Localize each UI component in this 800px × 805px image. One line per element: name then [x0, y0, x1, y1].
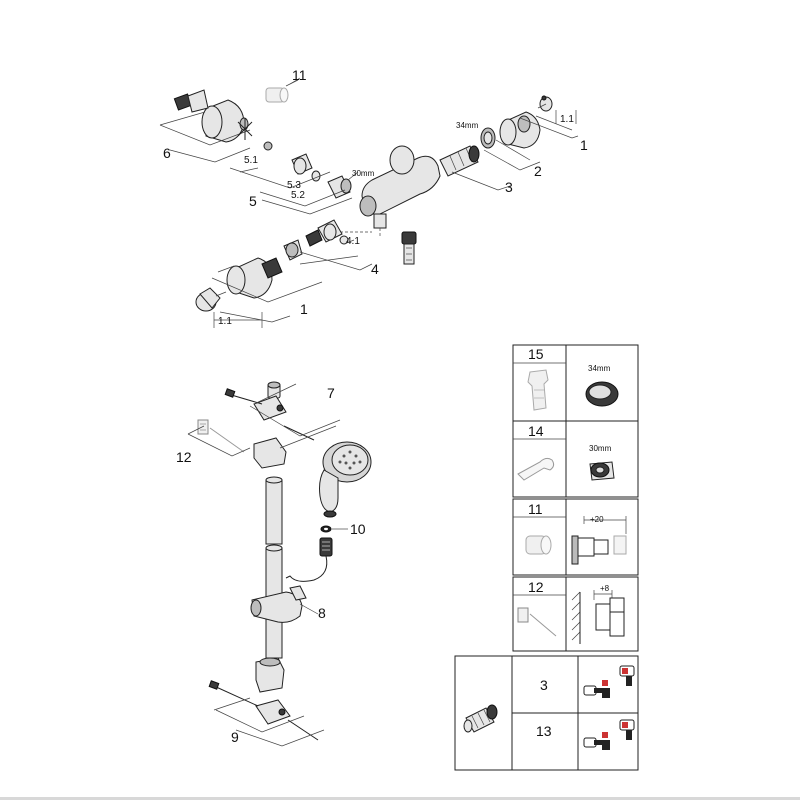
- label-part-2: 2: [534, 163, 542, 179]
- spare-parts-table: 15 34mm 14 30mm 11: [454, 344, 639, 771]
- shower-rail: [265, 476, 283, 659]
- label-part-6: 6: [163, 145, 171, 161]
- star-washer: [237, 118, 253, 140]
- label-part-7: 7: [327, 385, 335, 401]
- bottom-assembly: 7 12 10 8 9: [176, 381, 372, 747]
- part-6-knob: [159, 89, 251, 163]
- spare-detail-34mm: 34mm: [588, 364, 611, 373]
- label-part-1-right: 1: [580, 137, 588, 153]
- part-8-slider: [250, 585, 319, 623]
- label-part-12: 12: [176, 449, 192, 465]
- spare-number-11: 11: [528, 501, 543, 517]
- label-part-1-left: 1: [300, 301, 308, 317]
- label-nut-34mm: 34mm: [456, 121, 479, 130]
- part-11-cap: [265, 79, 299, 103]
- label-part-5-3: 5.3: [287, 180, 301, 191]
- spare-cartridge-number-13: 13: [536, 723, 552, 739]
- spare-row-12: 12 +8: [512, 576, 639, 652]
- top-assembly: 11 6 5.1 5.3 5 5.2 30mm 4.1 4 1 1.1 34mm…: [159, 67, 588, 328]
- bottom-divider: [0, 797, 800, 800]
- part-10-hose: [285, 525, 348, 582]
- screw-set-3: [583, 665, 635, 698]
- part-2-right-nut-handle: [480, 95, 579, 171]
- spare-number-15: 15: [528, 346, 544, 362]
- label-part-4-1: 4.1: [346, 236, 360, 247]
- spare-cartridge-number-3: 3: [540, 677, 548, 693]
- label-nut-30mm: 30mm: [352, 169, 375, 178]
- label-part-10: 10: [350, 521, 366, 537]
- label-part-3: 3: [505, 179, 513, 195]
- part-7-top-bracket: [224, 381, 341, 469]
- label-part-8: 8: [318, 605, 326, 621]
- thermostat-body: [330, 145, 441, 238]
- screw-set-13: [583, 719, 635, 750]
- part-3-cartridge: [439, 145, 511, 191]
- label-part-4: 4: [371, 261, 379, 277]
- part-5-connectors: [229, 141, 359, 215]
- hand-shower: [319, 441, 372, 518]
- part-9-bottom-bracket: [208, 657, 325, 747]
- part-12-wall-plate: [187, 419, 251, 457]
- label-part-5-2: 5.2: [291, 190, 305, 201]
- label-part-9: 9: [231, 729, 239, 745]
- part-1-left-handle: [195, 257, 323, 328]
- label-part-1-1-left: 1.1: [218, 316, 232, 327]
- spare-detail-plus-8: +8: [600, 584, 610, 593]
- spare-number-14: 14: [528, 423, 544, 439]
- spare-number-12: 12: [528, 579, 544, 595]
- spare-detail-30mm: 30mm: [589, 444, 612, 453]
- label-part-5: 5: [249, 193, 257, 209]
- label-part-5-1: 5.1: [244, 155, 258, 166]
- spare-cartridge-block: 3 13: [454, 655, 639, 771]
- hose-fitting: [401, 231, 417, 265]
- label-part-1-1-right: 1.1: [560, 114, 574, 125]
- label-part-11: 11: [292, 67, 307, 83]
- part-4-connector: [283, 219, 373, 271]
- spare-row-14: 14 30mm: [512, 420, 639, 498]
- spare-detail-plus-20: +20: [590, 515, 604, 524]
- spare-row-11: 11 +20: [512, 498, 639, 576]
- spare-row-15: 15 34mm: [512, 344, 639, 422]
